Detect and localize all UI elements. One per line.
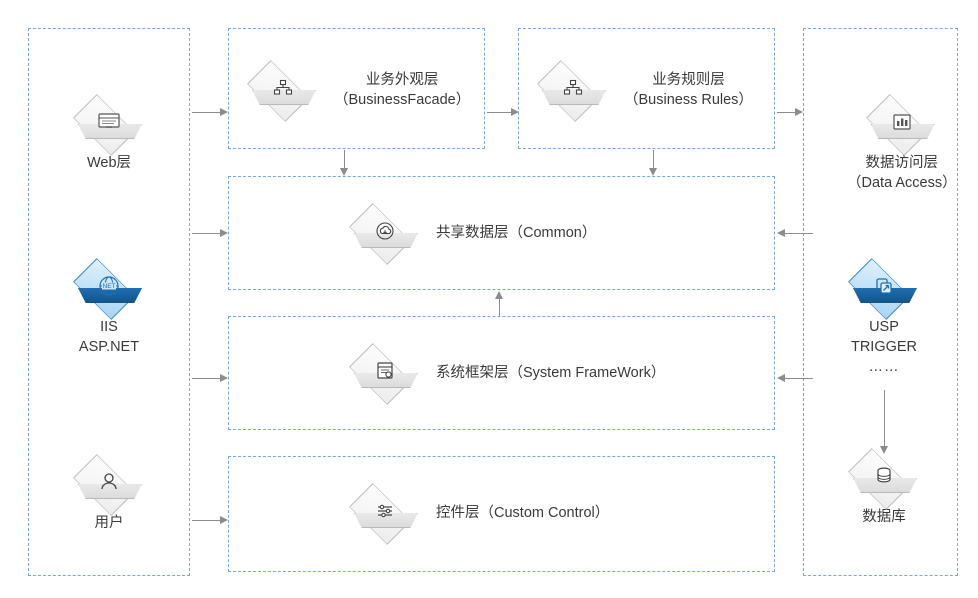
node-web[interactable]: Web层 (72, 94, 146, 173)
node-system-framework[interactable]: 系统框架层（System FrameWork） (348, 343, 666, 405)
node-business-facade-sublabel: （BusinessFacade） (334, 92, 471, 108)
arrow-iis-to-framework (192, 378, 220, 380)
node-business-rules-label: 业务规则层 （Business Rules） (624, 72, 753, 108)
bar-chart-icon (865, 94, 939, 156)
node-business-rules-sublabel: （Business Rules） (624, 92, 753, 108)
node-usp-ellipsis: …… (868, 359, 900, 375)
stored-procedure-icon (847, 258, 921, 320)
arrow-dataaccess-to-common (785, 233, 813, 235)
arrowhead-user-to-control (220, 516, 228, 524)
arrowhead-iis-to-framework (220, 374, 228, 382)
hierarchy-icon (536, 60, 610, 122)
zone-system-framework (228, 316, 775, 430)
cloud-icon (348, 203, 422, 265)
node-iis[interactable]: NET IIS ASP.NET (72, 258, 146, 357)
arrowhead-iis-to-common (220, 229, 228, 237)
arrow-framework-to-common (499, 298, 501, 316)
arrowhead-web-to-facade (220, 108, 228, 116)
zone-business-facade (228, 28, 485, 149)
node-usp-trigger[interactable]: USP TRIGGER …… (847, 258, 921, 377)
node-common-label: 共享数据层（Common） (436, 225, 597, 241)
arrowhead-usp-to-database (880, 446, 888, 454)
user-icon (72, 454, 146, 516)
arrow-rules-to-common (653, 150, 655, 170)
node-user-label: 用户 (94, 515, 124, 531)
node-iis-sublabel: ASP.NET (78, 339, 140, 355)
zone-client-tier (28, 28, 190, 576)
node-custom-control-label: 控件层（Custom Control） (436, 505, 610, 521)
svg-text:NET: NET (103, 283, 116, 290)
arrow-iis-to-common (192, 233, 220, 235)
arrowhead-dataaccess-to-common (777, 229, 785, 237)
node-common[interactable]: 共享数据层（Common） (348, 203, 597, 265)
node-business-facade-label: 业务外观层 （BusinessFacade） (334, 72, 471, 108)
monitor-icon (72, 94, 146, 156)
node-data-access[interactable]: 数据访问层 （Data Access） (847, 94, 957, 193)
arrow-facade-to-common (344, 150, 346, 170)
node-usp-sublabel: TRIGGER (850, 339, 918, 355)
arrowhead-framework-to-common (495, 291, 503, 299)
arrow-facade-to-rules (487, 112, 511, 114)
hierarchy-icon (246, 60, 320, 122)
node-data-access-label: 数据访问层 （Data Access） (847, 155, 957, 191)
arrowhead-facade-to-rules (511, 108, 519, 116)
arrowhead-facade-to-common (340, 168, 348, 176)
node-system-framework-label: 系统框架层（System FrameWork） (436, 365, 666, 381)
node-custom-control[interactable]: 控件层（Custom Control） (348, 483, 610, 545)
node-business-facade[interactable]: 业务外观层 （BusinessFacade） (246, 60, 471, 122)
node-iis-label: IIS ASP.NET (78, 319, 140, 355)
node-user[interactable]: 用户 (72, 454, 146, 533)
arrowhead-rules-to-common (649, 168, 657, 176)
node-database[interactable]: 数据库 (847, 448, 921, 527)
arrow-usp-to-database (884, 390, 886, 448)
node-web-label: Web层 (86, 155, 132, 171)
node-business-rules[interactable]: 业务规则层 （Business Rules） (536, 60, 753, 122)
node-database-label: 数据库 (862, 509, 906, 525)
dotnet-globe-icon: NET (72, 258, 146, 320)
arrow-web-to-facade (192, 112, 220, 114)
node-usp-label: USP TRIGGER …… (850, 319, 918, 375)
arrow-user-to-control (192, 520, 220, 522)
zone-data-tier (803, 28, 958, 576)
zone-common (228, 176, 775, 290)
window-icon (348, 343, 422, 405)
database-icon (847, 448, 921, 510)
zone-custom-control (228, 456, 775, 572)
arrow-usp-to-framework (785, 378, 813, 380)
arrow-rules-to-dataaccess (777, 112, 797, 114)
sliders-icon (348, 483, 422, 545)
arrowhead-rules-to-dataaccess (795, 108, 803, 116)
arrowhead-usp-to-framework (777, 374, 785, 382)
zone-business-rules (518, 28, 775, 149)
node-data-access-sublabel: （Data Access） (847, 175, 957, 191)
